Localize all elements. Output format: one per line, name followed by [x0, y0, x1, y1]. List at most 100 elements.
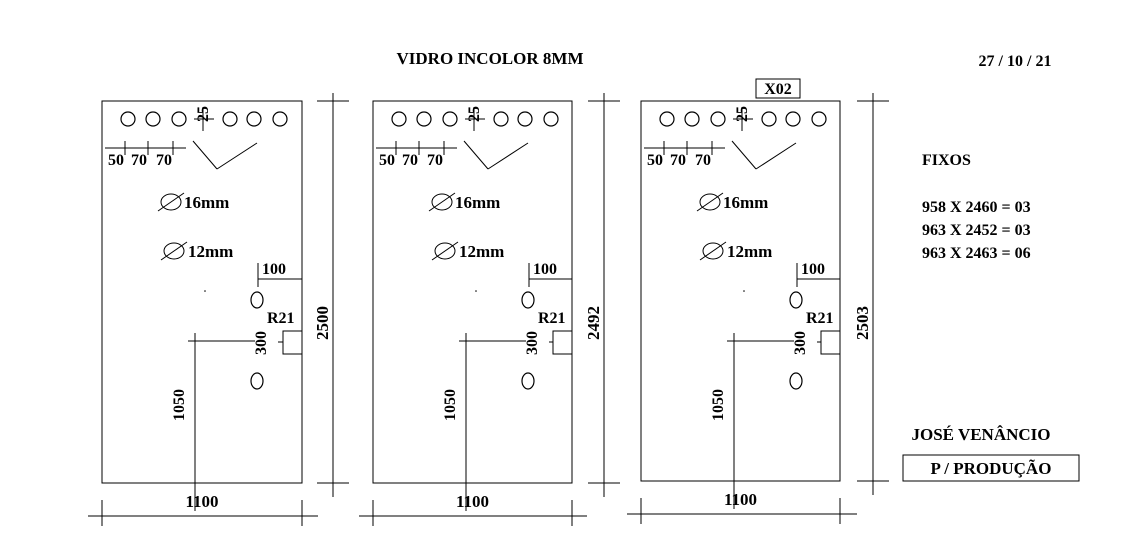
hinge-hole-top: [789, 291, 803, 309]
diameter-16-symbol: [160, 193, 182, 211]
centre-mark: [475, 290, 477, 292]
centre-mark: [204, 290, 206, 292]
panel-tag: X02: [764, 81, 792, 98]
hole-offset-label: 25: [195, 106, 212, 122]
spacing-label-3: 70: [427, 152, 443, 169]
overall-width-label: 1100: [456, 492, 489, 511]
diameter-12-symbol: [434, 242, 456, 260]
hole-16-label: 16mm: [455, 193, 500, 212]
notch-label: R21: [806, 310, 834, 327]
top-hole-5: [517, 111, 533, 127]
spacing-label-1: 50: [647, 152, 663, 169]
top-hole-6: [543, 111, 559, 127]
notch-height-label: 1050: [442, 389, 459, 421]
hole-12-label: 12mm: [459, 242, 504, 261]
overall-height-label: 2503: [853, 306, 872, 340]
fixos-heading: FIXOS: [922, 152, 971, 169]
diameter-12-slash: [699, 241, 727, 261]
diameter-12-symbol: [702, 242, 724, 260]
notch-spacing-label: 300: [524, 331, 541, 355]
hinge-hole-bottom: [250, 372, 264, 390]
notch-label: R21: [267, 310, 295, 327]
edge-offset-label: 100: [801, 261, 825, 278]
hole-offset-label: 25: [466, 106, 483, 122]
hinge-hole-bottom: [789, 372, 803, 390]
top-hole-6: [811, 111, 827, 127]
hinge-hole-top: [250, 291, 264, 309]
diameter-16-symbol: [699, 193, 721, 211]
production-stamp: P / PRODUÇÃO: [931, 459, 1052, 478]
edge-offset-label: 100: [533, 261, 557, 278]
notch-outline: [282, 330, 303, 355]
spacing-label-1: 50: [108, 152, 124, 169]
hole-12-label: 12mm: [727, 242, 772, 261]
hole-16-label: 16mm: [184, 193, 229, 212]
notch-height-label: 1050: [710, 389, 727, 421]
top-hole-4: [222, 111, 238, 127]
spacing-label-3: 70: [695, 152, 711, 169]
drawing-date: 27 / 10 / 21: [979, 53, 1052, 70]
spacing-label-3: 70: [156, 152, 172, 169]
leader-line-a: [731, 140, 757, 170]
production-stamp-box: [902, 454, 1080, 482]
leader-line-b: [755, 142, 797, 170]
leader-line-a: [192, 140, 218, 170]
diameter-12-symbol: [163, 242, 185, 260]
edge-offset-label: 100: [262, 261, 286, 278]
overall-width-label: 1100: [724, 490, 757, 509]
hole-offset-label: 25: [734, 106, 751, 122]
leader-line-a: [463, 140, 489, 170]
diameter-12-slash: [160, 241, 188, 261]
top-hole-5: [785, 111, 801, 127]
diameter-16-slash: [157, 192, 185, 212]
hinge-hole-bottom: [521, 372, 535, 390]
top-hole-2: [684, 111, 700, 127]
notch-spacing-label: 300: [253, 331, 270, 355]
panel-outline: [101, 100, 303, 484]
hole-12-label: 12mm: [188, 242, 233, 261]
top-hole-2: [145, 111, 161, 127]
signature-name: JOSÉ VENÂNCIO: [911, 425, 1050, 444]
leader-line-b: [216, 142, 258, 170]
top-hole-3: [442, 111, 458, 127]
notch-outline: [552, 330, 573, 355]
diameter-16-symbol: [431, 193, 453, 211]
hole-16-label: 16mm: [723, 193, 768, 212]
diameter-12-slash: [431, 241, 459, 261]
spacing-label-2: 70: [670, 152, 686, 169]
notch-spacing-label: 300: [792, 331, 809, 355]
top-hole-2: [416, 111, 432, 127]
centre-mark: [743, 290, 745, 292]
top-hole-3: [171, 111, 187, 127]
spacing-label-1: 50: [379, 152, 395, 169]
fixos-line-2: 963 X 2452 = 03: [922, 222, 1031, 239]
drawing-title: VIDRO INCOLOR 8MM: [397, 49, 584, 68]
top-hole-3: [710, 111, 726, 127]
top-hole-1: [120, 111, 136, 127]
overall-height-label: 2492: [584, 306, 603, 340]
fixos-line-1: 958 X 2460 = 03: [922, 199, 1031, 216]
fixos-line-3: 963 X 2463 = 06: [922, 245, 1031, 262]
overall-width-label: 1100: [185, 492, 218, 511]
panel-tag-box: [755, 78, 801, 99]
panel-outline: [640, 100, 841, 482]
notch-outline: [820, 330, 841, 355]
spacing-label-2: 70: [131, 152, 147, 169]
notch-height-label: 1050: [171, 389, 188, 421]
top-hole-4: [493, 111, 509, 127]
top-hole-1: [391, 111, 407, 127]
diameter-16-slash: [428, 192, 456, 212]
overall-height-label: 2500: [313, 306, 332, 340]
panel-outline: [372, 100, 573, 484]
top-hole-5: [246, 111, 262, 127]
spacing-label-2: 70: [402, 152, 418, 169]
top-hole-1: [659, 111, 675, 127]
notch-label: R21: [538, 310, 566, 327]
leader-line-b: [487, 142, 529, 170]
